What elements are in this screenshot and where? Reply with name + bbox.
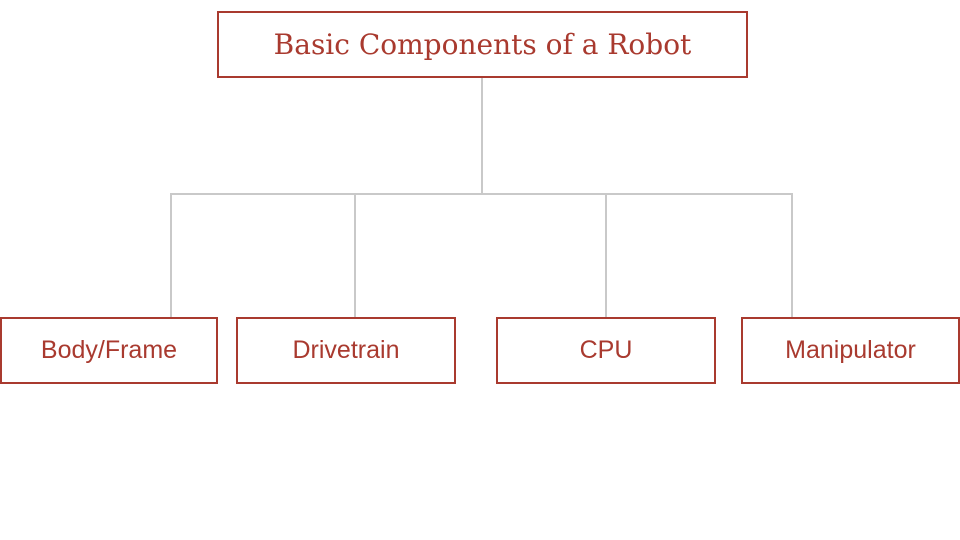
child-node-drivetrain: Drivetrain — [236, 317, 456, 384]
drop-connector-cpu — [605, 193, 607, 317]
child-node-label: Manipulator — [785, 336, 916, 364]
child-node-body-frame: Body/Frame — [0, 317, 218, 384]
child-node-cpu: CPU — [496, 317, 716, 384]
child-node-manipulator: Manipulator — [741, 317, 960, 384]
root-node-label: Basic Components of a Robot — [273, 28, 692, 61]
root-node: Basic Components of a Robot — [217, 11, 748, 78]
child-node-label: Drivetrain — [292, 336, 400, 364]
drop-connector-body-frame — [170, 193, 172, 317]
drop-connector-drivetrain — [354, 193, 356, 317]
child-node-label: CPU — [579, 336, 633, 364]
drop-connector-manipulator — [791, 193, 793, 317]
child-node-label: Body/Frame — [40, 336, 178, 364]
trunk-connector — [481, 78, 483, 194]
horizontal-bus-connector — [170, 193, 793, 195]
